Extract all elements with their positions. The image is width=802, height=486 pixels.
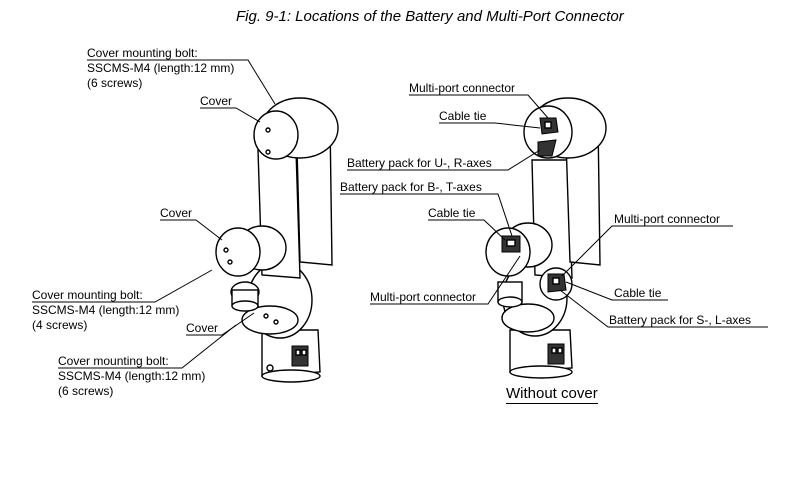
cover-mid-label: Cover	[160, 206, 193, 220]
mid-bolt-label: Cover mounting bolt: SSCMS-M4 (length:12…	[32, 288, 179, 333]
right-leader-lines	[340, 94, 768, 328]
top-bolt-line3: (6 screws)	[87, 76, 143, 90]
battery-bt-label: Battery pack for B-, T-axes	[340, 180, 482, 194]
top-bolt-line1: Cover mounting bolt:	[87, 46, 198, 60]
cover-low-label: Cover	[186, 321, 219, 335]
figure-caption: Without cover	[506, 385, 598, 404]
right-robot-drawing	[485, 97, 607, 379]
top-bolt-label: Cover mounting bolt: SSCMS-M4 (length:12…	[87, 46, 234, 91]
mid-bolt-line2: SSCMS-M4 (length:12 mm)	[32, 303, 180, 317]
mid-bolt-line3: (4 screws)	[32, 318, 88, 332]
bottom-bolt-label: Cover mounting bolt: SSCMS-M4 (length:12…	[58, 354, 205, 399]
figure-title: Fig. 9-1: Locations of the Battery and M…	[236, 8, 624, 25]
bottom-bolt-line3: (6 screws)	[58, 384, 114, 398]
cable-tie-mid-label: Cable tie	[428, 206, 476, 220]
bottom-bolt-line2: SSCMS-M4 (length:12 mm)	[58, 369, 206, 383]
multiport-right-label: Multi-port connector	[614, 212, 721, 226]
cable-tie-top-label: Cable tie	[439, 109, 487, 123]
left-leader-lines	[32, 59, 276, 369]
multiport-top-label: Multi-port connector	[409, 81, 516, 95]
multiport-left-label: Multi-port connector	[370, 290, 477, 304]
left-robot-drawing	[215, 97, 339, 383]
cable-tie-low-label: Cable tie	[614, 286, 662, 300]
bottom-bolt-line1: Cover mounting bolt:	[58, 354, 169, 368]
top-bolt-line2: SSCMS-M4 (length:12 mm)	[87, 61, 235, 75]
battery-sl-label: Battery pack for S-, L-axes	[609, 313, 752, 327]
cover-top-label: Cover	[200, 94, 233, 108]
battery-ur-label: Battery pack for U-, R-axes	[347, 156, 492, 170]
mid-bolt-line1: Cover mounting bolt:	[32, 288, 143, 302]
